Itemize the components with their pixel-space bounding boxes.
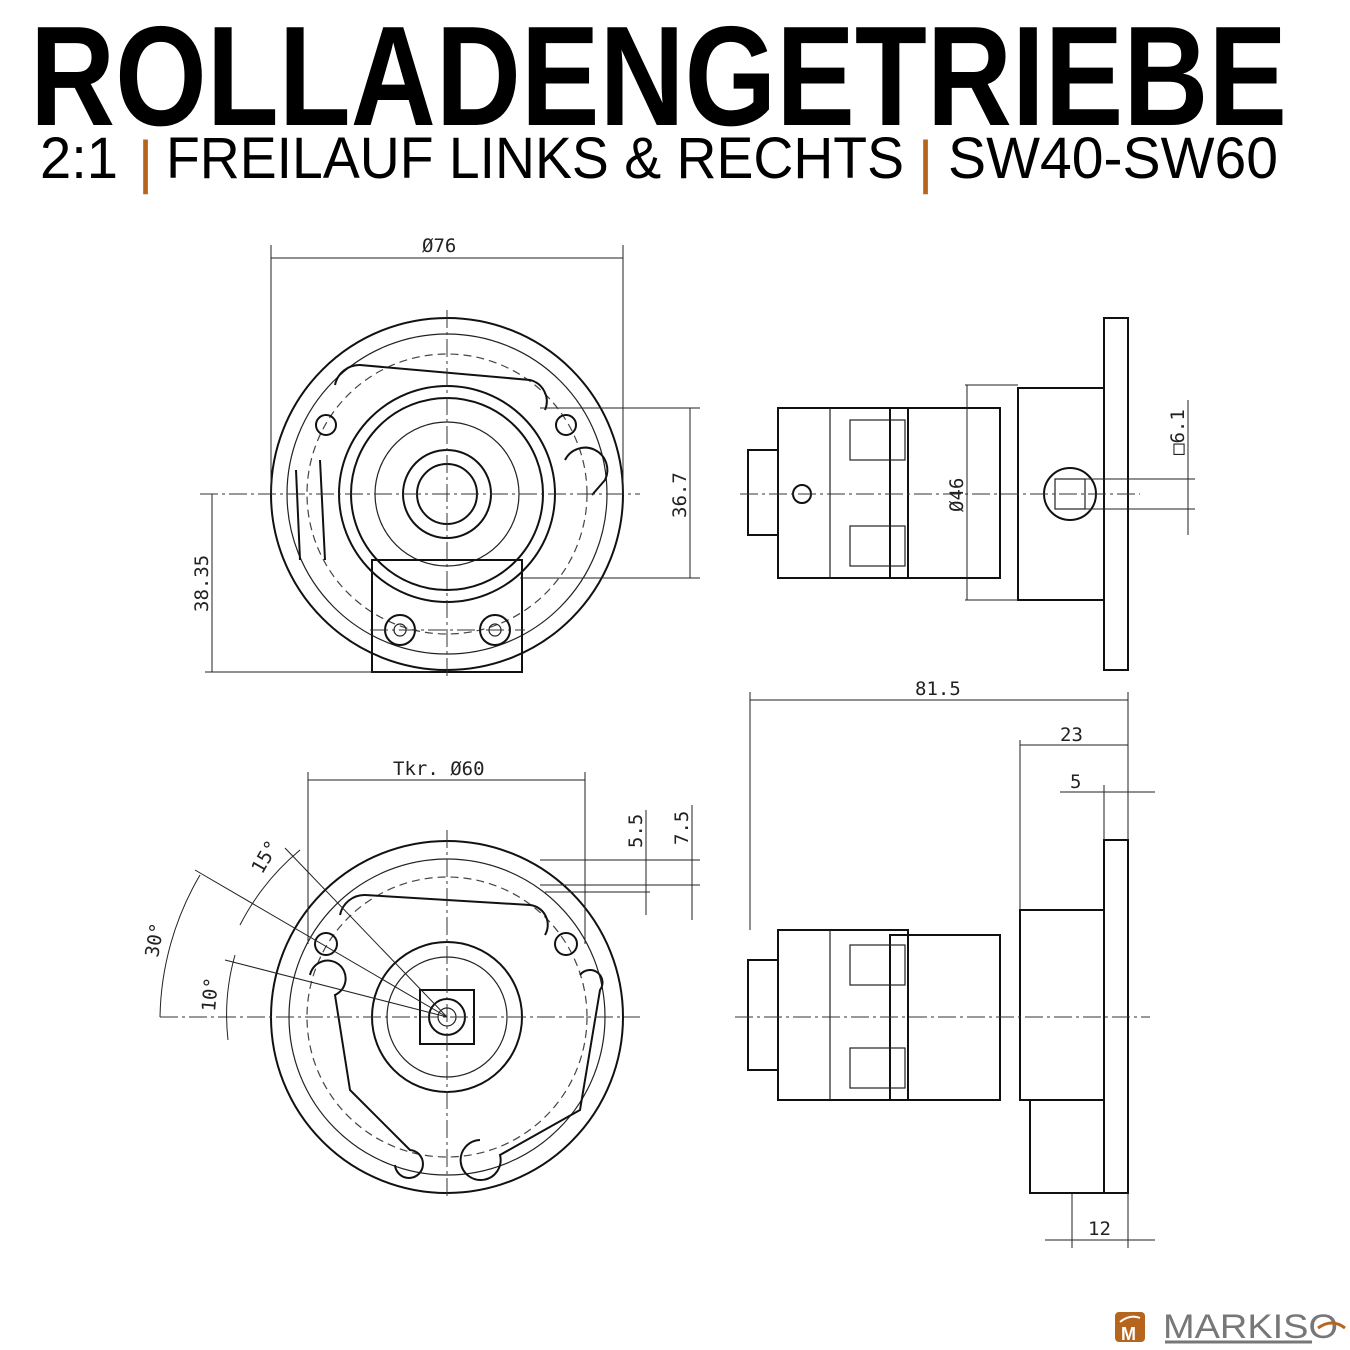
dim-flange-depth: 23 [1060,724,1083,746]
logo-letter: M [1121,1324,1136,1344]
side-view-bottom: 81.5 23 5 12 [735,678,1155,1248]
subtitle: 2:1 | FREILAUF LINKS & RECHTS | SW40-SW6… [40,126,1278,195]
dim-bolt-circle: Tkr. Ø60 [393,758,485,780]
dim-slot-a: 5.5 [625,814,647,848]
dim-angle-30: 30° [141,921,169,959]
brand-logo: M MARKISO [1115,1308,1346,1346]
dim-slot-b: 7.5 [671,811,693,845]
side-view-top: Ø46 □6.1 [740,317,1195,671]
dim-bottom: 12 [1088,1218,1111,1240]
dim-cylinder-diameter: Ø46 [946,478,968,512]
dim-front-diameter: Ø76 [422,235,456,257]
subtitle-separator: | [138,130,153,195]
dim-front-height-center: 36.7 [669,472,691,518]
rear-view: Tkr. Ø60 5.5 7.5 15° 30° 10° [141,758,700,1200]
front-view: Ø76 36.7 38.35 [191,235,700,680]
subtitle-freewheel: FREILAUF LINKS & RECHTS [166,126,904,191]
dim-front-height-bottom: 38.35 [191,555,213,612]
brand-name: MARKISO [1163,1308,1338,1346]
page-title: ROLLADENGETRIEBE [30,0,1287,156]
dim-total-length: 81.5 [915,678,961,700]
subtitle-separator: | [918,130,933,195]
dim-angle-10: 10° [198,976,223,1012]
subtitle-range: SW40-SW60 [948,126,1278,191]
dim-plate: 5 [1070,771,1081,793]
subtitle-ratio: 2:1 [40,126,118,191]
dim-square-drive: □6.1 [1167,409,1189,455]
